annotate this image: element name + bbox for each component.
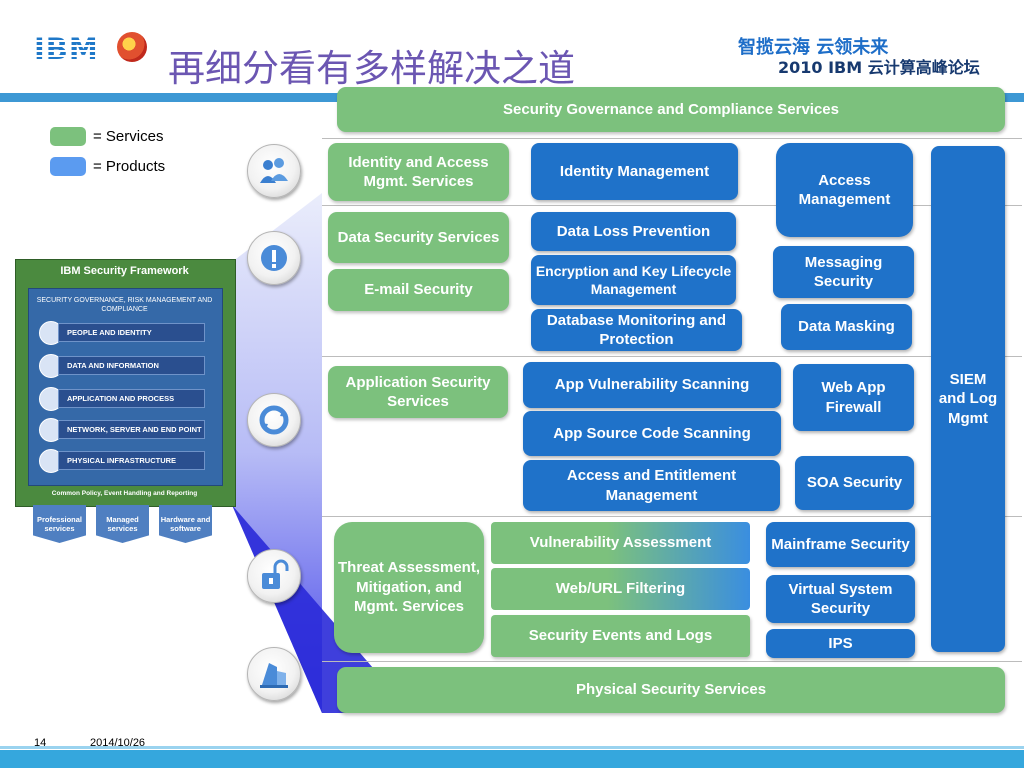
mainframe-security: Mainframe Security: [766, 522, 915, 567]
framework-row: APPLICATION AND PROCESS: [58, 389, 205, 408]
access-management: Access Management: [776, 143, 913, 237]
application-security-services: Application Security Services: [328, 366, 508, 418]
app-source-code-scanning: App Source Code Scanning: [523, 411, 781, 456]
governance-services-bar: Security Governance and Compliance Servi…: [337, 87, 1005, 132]
encryption-key-mgmt: Encryption and Key Lifecycle Management: [531, 255, 736, 305]
products-swatch: [50, 157, 86, 176]
framework-row: NETWORK, SERVER AND END POINT: [58, 420, 205, 439]
row-divider: [322, 661, 1022, 662]
data-icon: [247, 231, 301, 285]
row-divider: [322, 205, 1022, 206]
services-legend-label: = Services: [93, 128, 164, 145]
framework-footer: Common Policy, Event Handling and Report…: [51, 490, 198, 497]
services-swatch: [50, 127, 86, 146]
security-events-logs: Security Events and Logs: [491, 615, 750, 657]
framework-governance: SECURITY GOVERNANCE, RISK MANAGEMENT AND…: [36, 297, 213, 314]
web-url-filtering: Web/URL Filtering: [491, 568, 750, 610]
identity-management: Identity Management: [531, 143, 738, 200]
footer-divider-light: [0, 746, 1024, 749]
framework-row: PHYSICAL INFRASTRUCTURE: [58, 451, 205, 470]
framework-tab: Hardware and software: [159, 505, 212, 543]
vulnerability-assessment: Vulnerability Assessment: [491, 522, 750, 564]
framework-tab: Managed services: [96, 505, 149, 543]
footer-date: 2014/10/26: [90, 737, 146, 749]
process-icon: [247, 393, 301, 447]
access-entitlement-mgmt: Access and Entitlement Management: [523, 460, 780, 511]
row-divider: [322, 516, 1022, 517]
siem-log-mgmt: SIEM and Log Mgmt: [931, 146, 1005, 652]
data-masking: Data Masking: [781, 304, 912, 350]
framework-title: IBM Security Framework: [60, 265, 189, 277]
virtual-system-security: Virtual System Security: [766, 575, 915, 623]
framework-row: DATA AND INFORMATION: [58, 356, 205, 375]
row-divider: [322, 356, 1022, 357]
page-number: 14: [34, 737, 47, 749]
page-title: 再细分看有多样解决之道: [168, 47, 575, 90]
physical-security-bar: Physical Security Services: [337, 667, 1005, 713]
row-divider: [322, 138, 1022, 139]
data-security-services: Data Security Services: [328, 212, 509, 263]
slogan-line2: 2010 IBM 云计算高峰论坛: [778, 58, 980, 77]
identity-access-services: Identity and Access Mgmt. Services: [328, 143, 509, 201]
app-vulnerability-scanning: App Vulnerability Scanning: [523, 362, 781, 408]
messaging-security: Messaging Security: [773, 246, 914, 298]
building-icon: [247, 647, 301, 701]
globe-logo-icon: [117, 32, 147, 62]
soa-security: SOA Security: [795, 456, 914, 510]
slogan-line1: 智揽云海 云领未来: [738, 37, 889, 58]
products-legend-label: = Products: [93, 158, 166, 175]
people-icon: [247, 144, 301, 198]
data-loss-prevention: Data Loss Prevention: [531, 212, 736, 251]
framework-row: PEOPLE AND IDENTITY: [58, 323, 205, 342]
threat-assessment-services: Threat Assessment, Mitigation, and Mgmt.…: [334, 522, 484, 653]
lock-icon: [247, 549, 301, 603]
framework-tab: Professional services: [33, 505, 86, 543]
database-monitoring: Database Monitoring and Protection: [531, 309, 742, 351]
web-app-firewall: Web App Firewall: [793, 364, 914, 431]
email-security: E-mail Security: [328, 269, 509, 311]
footer-divider: [0, 750, 1024, 768]
ibm-logo: IBM: [34, 32, 99, 66]
ips: IPS: [766, 629, 915, 658]
